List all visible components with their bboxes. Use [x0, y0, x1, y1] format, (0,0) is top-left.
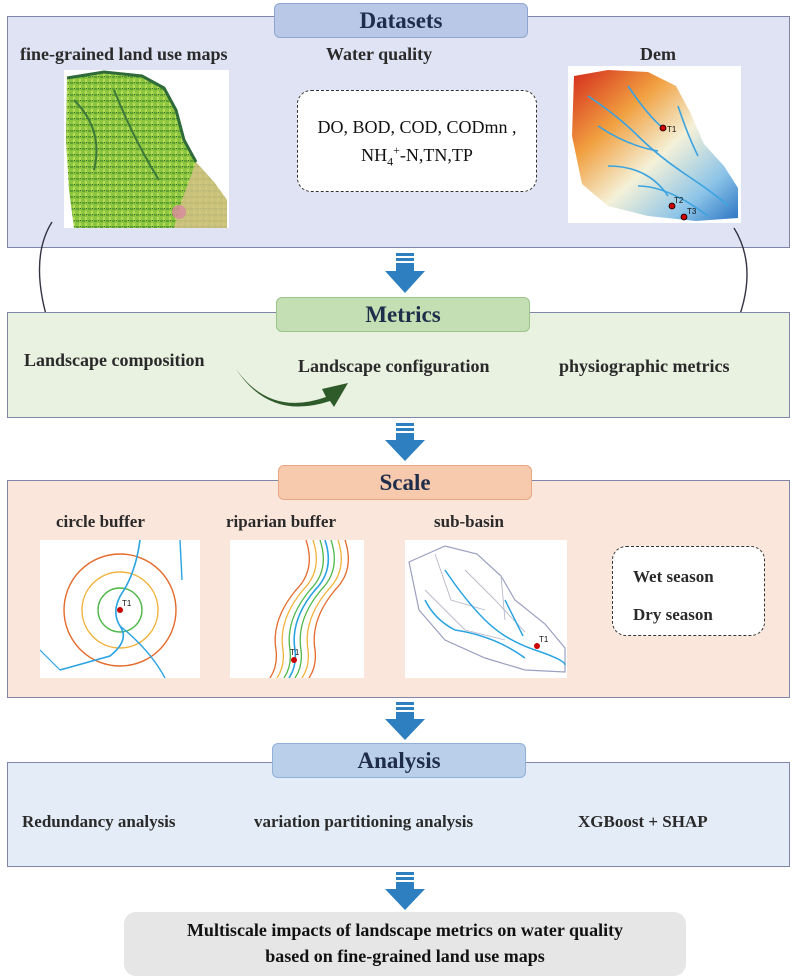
water-quality-label: Water quality [326, 44, 433, 64]
landscape-configuration-label: Landscape configuration [298, 356, 490, 376]
land-use-label: fine-grained land use maps [20, 44, 228, 64]
dem-label: Dem [640, 44, 676, 64]
dem-point-t2: T2 [674, 196, 684, 205]
water-quality-box: DO, BOD, COD, CODmn , NH4+-N,TN,TP [297, 90, 537, 192]
wet-season-label: Wet season [633, 567, 714, 586]
riparian-point-t1: T1 [290, 648, 300, 657]
circle-point-t1: T1 [122, 599, 132, 608]
wq-nh4-sup: + [393, 143, 400, 157]
scale-title: Scale [278, 465, 532, 500]
riparian-buffer-label: riparian buffer [226, 512, 337, 531]
physiographic-metrics-label: physiographic metrics [559, 356, 730, 376]
analysis-title: Analysis [272, 743, 526, 778]
season-box: Wet season Dry season [612, 546, 765, 636]
wq-nh4-rest: -N,TN,TP [399, 145, 473, 165]
dem-point-t3: T3 [687, 207, 697, 216]
down-arrow-icon [385, 423, 425, 461]
analysis-panel [7, 762, 790, 867]
result-line1: Multiscale impacts of landscape metrics … [186, 920, 624, 940]
riparian-buffer-image: T1 [230, 540, 364, 678]
land-use-map-image [64, 70, 229, 228]
landscape-composition-label: Landscape composition [24, 350, 205, 370]
dry-season-label: Dry season [633, 605, 713, 624]
redundancy-analysis-label: Redundancy analysis [22, 812, 176, 831]
xgboost-shap-label: XGBoost + SHAP [578, 812, 708, 831]
dem-map-image: T1 T2 T3 [568, 66, 741, 223]
circle-buffer-image: T1 [40, 540, 200, 678]
down-arrow-icon [385, 253, 425, 293]
metrics-title: Metrics [276, 297, 530, 332]
subbasin-point-t1: T1 [539, 635, 549, 644]
down-arrow-icon [385, 702, 425, 740]
wq-nh4-sub: 4 [387, 154, 394, 169]
down-arrow-icon [385, 872, 425, 910]
result-box: Multiscale impacts of landscape metrics … [124, 912, 686, 976]
wq-nh4-base: NH [361, 145, 388, 165]
sub-basin-image: T1 [405, 540, 567, 678]
circle-buffer-label: circle buffer [56, 512, 145, 531]
variation-partitioning-label: variation partitioning analysis [254, 812, 474, 831]
composition-configuration-curve-icon [236, 369, 348, 407]
sub-basin-label: sub-basin [434, 512, 504, 531]
wq-line2: NH4+-N,TN,TP [298, 143, 536, 170]
wq-line1: DO, BOD, COD, CODmn , [317, 117, 517, 137]
result-line2: based on fine-grained land use maps [265, 946, 545, 966]
datasets-title: Datasets [274, 3, 528, 38]
dem-point-t1: T1 [667, 125, 677, 134]
